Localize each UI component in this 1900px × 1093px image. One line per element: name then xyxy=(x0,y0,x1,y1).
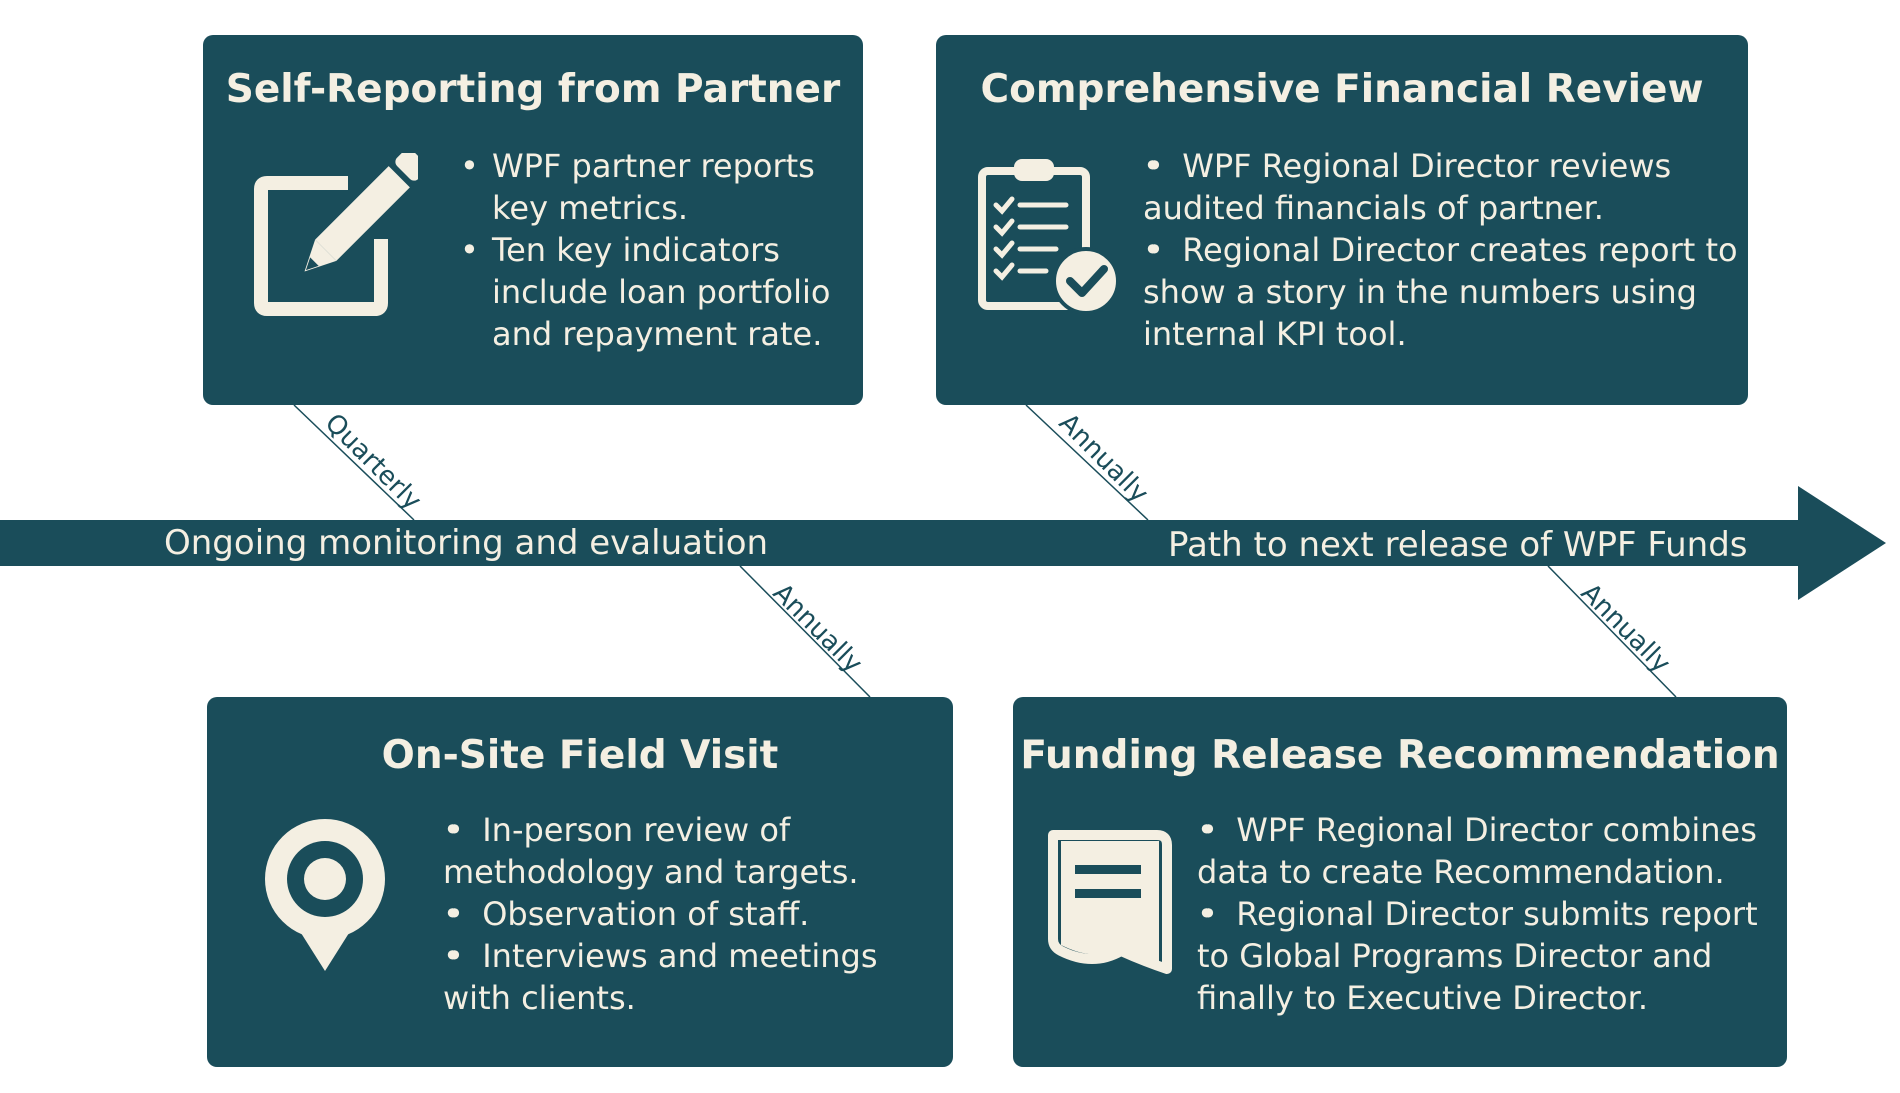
bullet-item: WPF Regional Director combines data to c… xyxy=(1197,809,1787,893)
bullet-text: Regional Director creates report to show… xyxy=(1143,231,1738,353)
connector-line-quarterly xyxy=(293,404,415,521)
card-field-visit: On-Site Field Visit In-person review of … xyxy=(207,697,953,1067)
timeline-arrowhead xyxy=(1798,486,1886,600)
bullet-text: In-person review of methodology and targ… xyxy=(443,811,859,891)
bullet-text: Interviews and meetings with clients. xyxy=(443,937,877,1017)
document-bookmark-icon xyxy=(1043,827,1178,977)
timeline-left-label: Ongoing monitoring and evaluation xyxy=(164,523,769,563)
card-bullet-list: WPF Regional Director reviews audited fi… xyxy=(1143,145,1743,355)
card-financial-review: Comprehensive Financial Review WPF Regio… xyxy=(936,35,1748,405)
card-title: On-Site Field Visit xyxy=(381,733,779,778)
bullet-item: Regional Director creates report to show… xyxy=(1143,229,1743,355)
card-title: Comprehensive Financial Review xyxy=(980,67,1704,112)
bullet-item: WPF partner reports key metrics. xyxy=(458,145,858,229)
edit-pencil-icon xyxy=(253,148,428,318)
connector-line-annually-financial xyxy=(1025,404,1149,521)
connector-line-annually-funding xyxy=(1547,565,1677,698)
bullet-text: Observation of staff. xyxy=(443,895,809,933)
card-funding-release: Funding Release Recommendation WPF Regio… xyxy=(1013,697,1787,1067)
bullet-item: Regional Director submits report to Glob… xyxy=(1197,893,1787,1019)
bullet-item: Ten key indicators include loan portfoli… xyxy=(458,229,858,355)
bullet-item: WPF Regional Director reviews audited fi… xyxy=(1143,145,1743,229)
bullet-text: Regional Director submits report to Glob… xyxy=(1197,895,1758,1017)
bullet-item: Observation of staff. xyxy=(443,893,943,935)
map-pin-icon xyxy=(255,813,395,983)
card-bullet-list: WPF partner reports key metrics. Ten key… xyxy=(458,145,858,355)
card-self-reporting: Self-Reporting from Partner WPF partner … xyxy=(203,35,863,405)
timeline-band xyxy=(0,520,1800,566)
bullet-text: WPF Regional Director reviews audited fi… xyxy=(1143,147,1671,227)
clipboard-check-icon xyxy=(976,153,1126,318)
card-bullet-list: WPF Regional Director combines data to c… xyxy=(1197,809,1787,1019)
connector-line-annually-field xyxy=(739,565,871,698)
timeline-right-label: Path to next release of WPF Funds xyxy=(1168,525,1748,565)
bullet-item: In-person review of methodology and targ… xyxy=(443,809,943,893)
card-bullet-list: In-person review of methodology and targ… xyxy=(443,809,943,1019)
bullet-text: WPF Regional Director combines data to c… xyxy=(1197,811,1757,891)
card-title: Self-Reporting from Partner xyxy=(225,67,841,112)
bullet-item: Interviews and meetings with clients. xyxy=(443,935,943,1019)
card-title: Funding Release Recommendation xyxy=(1020,733,1780,778)
